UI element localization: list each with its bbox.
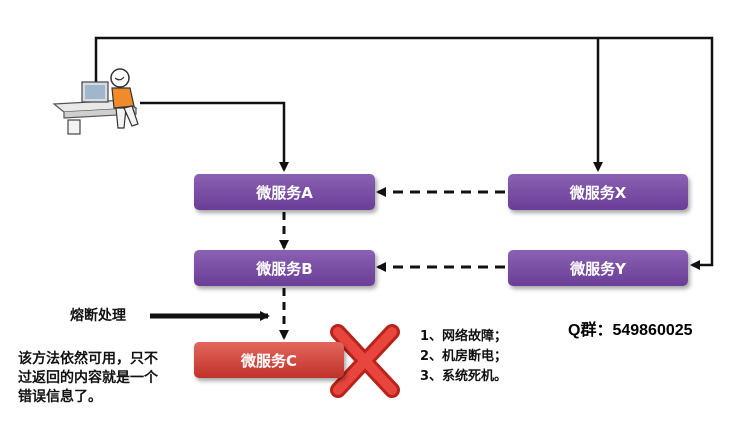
microservice-y-box: 微服务Y <box>508 250 688 286</box>
fallback-note-line-1: 该方法依然可用，只不 <box>18 351 158 367</box>
microservice-a-label: 微服务A <box>256 183 313 202</box>
failure-reason-3: 3、系统死机。 <box>420 369 508 384</box>
microservice-x-label: 微服务X <box>569 183 627 202</box>
failure-reasons-list: 1、网络故障； 2、机房断电； 3、系统死机。 <box>420 327 507 387</box>
microservice-b-box: 微服务B <box>194 250 375 286</box>
user-to-x-y-line <box>94 36 714 270</box>
fallback-note-line-3: 错误信息了。 <box>18 389 102 405</box>
red-x-icon <box>330 324 400 398</box>
fallback-note: 该方法依然可用，只不 过返回的内容就是一个 错误信息了。 <box>18 350 186 407</box>
user-to-a-line <box>140 101 289 172</box>
failure-reason-1: 1、网络故障； <box>420 329 508 344</box>
microservice-x-box: 微服务X <box>508 174 688 210</box>
fuse-label: 熔断处理 <box>70 308 126 324</box>
fallback-note-line-2: 过返回的内容就是一个 <box>18 370 158 386</box>
microservice-c-label: 微服务C <box>240 351 297 370</box>
microservice-y-label: 微服务Y <box>570 259 626 278</box>
microservice-b-label: 微服务B <box>256 259 313 278</box>
user-at-computer-icon <box>52 68 139 135</box>
qq-group-text: Q群：549860025 <box>568 322 693 339</box>
microservice-c-box: 微服务C <box>194 342 344 378</box>
failure-reason-2: 2、机房断电； <box>420 349 508 364</box>
microservice-a-box: 微服务A <box>194 174 375 210</box>
